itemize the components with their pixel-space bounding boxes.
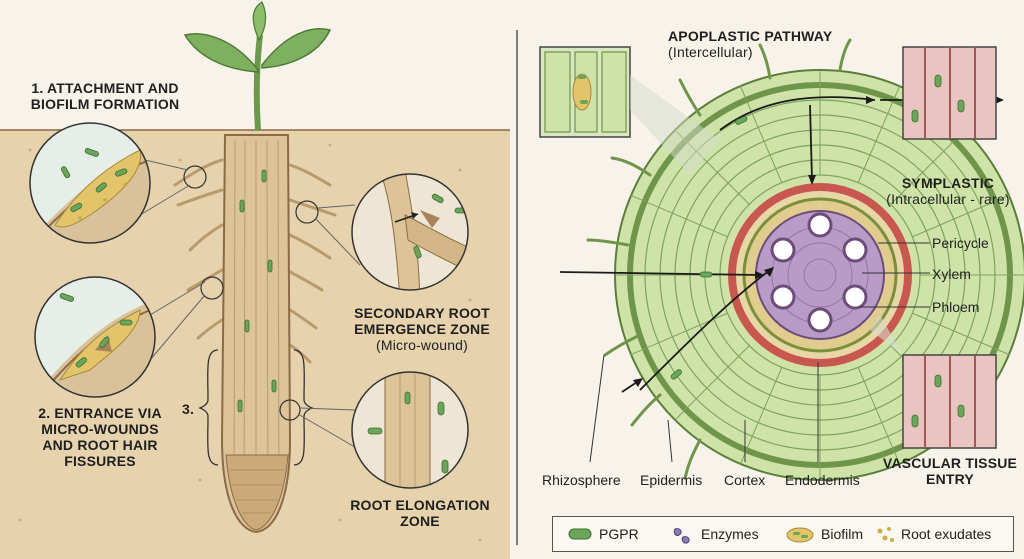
legend-biofilm: Biofilm xyxy=(821,526,864,542)
main-root xyxy=(173,134,337,534)
step2-label: 2. ENTRANCE VIA MICRO-WOUNDS AND ROOT HA… xyxy=(30,405,170,469)
endodermis-label: Endodermis xyxy=(785,472,860,488)
apoplastic-label: APOPLASTIC PATHWAY (Intercellular) xyxy=(668,28,832,60)
enzyme-icon xyxy=(673,528,690,544)
legend: PGPR Enzymes Biofilm Root exudates xyxy=(552,516,1014,552)
secondary-zone-label: SECONDARY ROOT EMERGENCE ZONE (Micro-wou… xyxy=(352,305,492,353)
label-leaders xyxy=(589,242,930,463)
step2-line3: AND ROOT HAIR xyxy=(42,437,158,454)
rhizosphere-label: Rhizosphere xyxy=(542,472,621,488)
biofilm-icon xyxy=(786,527,814,543)
vascular-line2: ENTRY xyxy=(926,471,974,488)
legend-pgpr: PGPR xyxy=(599,526,639,542)
inset-symplastic xyxy=(902,46,997,140)
inset-apoplastic xyxy=(539,46,720,175)
elongation-line1: ROOT ELONGATION xyxy=(350,497,490,513)
elongation-label: ROOT ELONGATION ZONE xyxy=(350,497,490,529)
xylem-label: Xylem xyxy=(932,266,971,282)
step2-line4: FISSURES xyxy=(64,453,136,470)
cortex-label: Cortex xyxy=(724,472,766,488)
secondary-zone-line2: EMERGENCE ZONE xyxy=(354,321,490,338)
apoplastic-sub: (Intercellular) xyxy=(668,44,753,61)
vascular-label: VASCULAR TISSUE ENTRY xyxy=(880,455,1020,487)
step1-line1: 1. ATTACHMENT AND xyxy=(31,80,179,96)
zoom-micro-wound xyxy=(34,276,156,398)
elongation-line2: ZONE xyxy=(400,513,440,530)
symplastic-label: SYMPLASTIC (Intracellular - rare) xyxy=(880,175,1016,207)
legend-enzymes: Enzymes xyxy=(701,526,759,542)
phloem-label: Phloem xyxy=(932,299,980,315)
vascular-line1: VASCULAR TISSUE xyxy=(882,455,1018,471)
symplastic-sub: (Intracellular - rare) xyxy=(886,191,1010,208)
exudate-icon xyxy=(877,527,894,542)
legend-exudates: Root exudates xyxy=(901,526,992,542)
step3-label: 3. xyxy=(182,401,195,417)
zoom-connectors xyxy=(139,159,361,451)
secondary-zone-sub: (Micro-wound) xyxy=(375,337,469,354)
inset-vascular xyxy=(870,315,997,449)
bacterium-icon xyxy=(568,528,592,540)
epidermis-label: Epidermis xyxy=(640,472,703,488)
zoom-secondary-root xyxy=(351,173,469,291)
step1-line2: BIOFILM FORMATION xyxy=(30,96,180,113)
step2-line2: MICRO-WOUNDS xyxy=(41,421,159,438)
symplastic-title: SYMPLASTIC xyxy=(901,175,995,191)
step2-line1: 2. ENTRANCE VIA xyxy=(38,405,162,421)
pericycle-label: Pericycle xyxy=(932,235,989,251)
zoom-elongation xyxy=(351,371,469,489)
secondary-zone-line1: SECONDARY ROOT xyxy=(354,305,490,321)
step1-label: 1. ATTACHMENT AND BIOFILM FORMATION xyxy=(25,80,185,112)
apoplastic-title: APOPLASTIC PATHWAY xyxy=(668,28,833,44)
seedling-icon xyxy=(183,1,332,131)
zoom-attachment xyxy=(29,122,151,244)
